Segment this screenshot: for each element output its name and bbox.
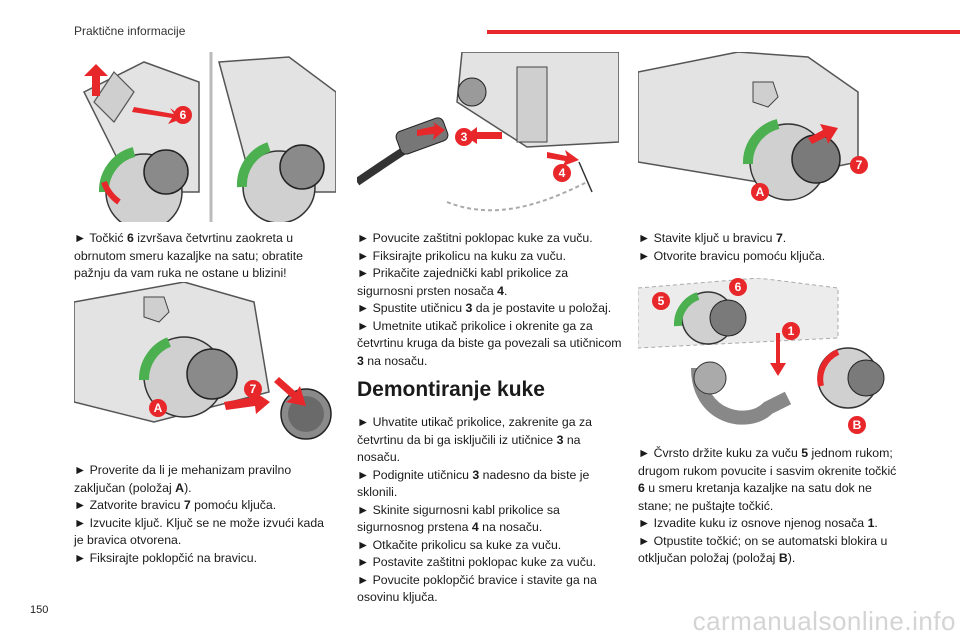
figure-socket-plug: 3 4: [357, 52, 619, 227]
callout-4: 4: [553, 164, 571, 182]
column-2-text: ► Povucite zaštitni poklopac kuke za vuč…: [357, 230, 627, 607]
callout-A: A: [149, 399, 167, 417]
page-number: 150: [30, 604, 49, 616]
column-1-para-2: ► Proverite da li je mehanizam pravilno …: [74, 463, 325, 565]
figure-lock-closing: A 7: [74, 282, 336, 447]
column-3-para-2: ► Čvrsto držite kuku za vuču 5 jednom ru…: [638, 446, 897, 565]
column-1-para-1: ► Točkić 6 izvršava četvrtinu zaokreta u…: [74, 231, 303, 280]
figure-knob-rotation: 6: [74, 52, 336, 222]
callout-5: 5: [652, 292, 670, 310]
callout-3: 3: [455, 128, 473, 146]
section-title: Praktične informacije: [74, 24, 186, 38]
callout-7: 7: [850, 156, 868, 174]
figure-hook-removal: 5 6 1 B: [638, 278, 900, 438]
watermark: carmanualsonline.info: [692, 606, 956, 636]
callout-B: B: [848, 416, 866, 434]
column-3-para-1: ► Stavite ključ u bravicu 7. ► Otvorite …: [638, 231, 826, 263]
section-heading: Demontiranje kuke: [357, 378, 545, 401]
callout-6: 6: [174, 106, 192, 124]
header-accent-bar: [487, 30, 960, 34]
callout-7: 7: [244, 380, 262, 398]
callout-A: A: [751, 183, 769, 201]
figure-key-in-lock: 7 A: [638, 52, 900, 212]
callout-6: 6: [729, 278, 747, 296]
callout-1: 1: [782, 322, 800, 340]
